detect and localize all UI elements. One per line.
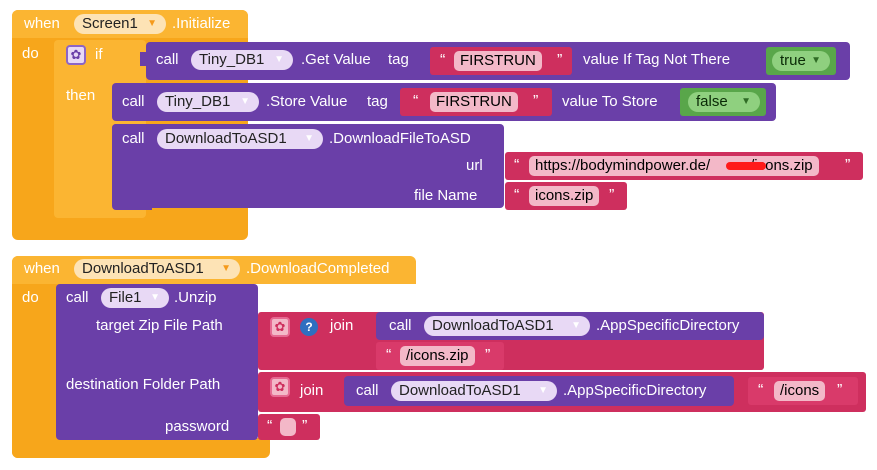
component-dropdown-file1[interactable]: File1 ▼ bbox=[101, 288, 169, 308]
open-quote: “ bbox=[514, 187, 520, 204]
logic-value: false bbox=[696, 93, 728, 110]
event-block-bottom-bar bbox=[12, 438, 270, 458]
event-block-download-completed[interactable] bbox=[12, 256, 62, 458]
method-name: .Store Value bbox=[266, 93, 348, 110]
chevron-down-icon: ▼ bbox=[147, 18, 157, 29]
chevron-down-icon: ▼ bbox=[571, 320, 581, 331]
value-to-store-label: value To Store bbox=[562, 93, 658, 110]
close-quote: ” bbox=[485, 347, 491, 364]
when-label: when bbox=[24, 260, 60, 277]
default-value-label: value If Tag Not There bbox=[583, 51, 731, 68]
chevron-down-icon: ▼ bbox=[221, 263, 231, 274]
logic-value: true bbox=[780, 52, 806, 69]
mutator-gear-icon[interactable]: ✿ bbox=[270, 317, 290, 337]
do-label: do bbox=[22, 45, 39, 62]
close-quote: ” bbox=[302, 418, 308, 435]
event-name: .DownloadCompleted bbox=[246, 260, 390, 277]
redaction-mark bbox=[726, 162, 766, 170]
close-quote: ” bbox=[837, 382, 843, 399]
if-label: if bbox=[95, 46, 103, 63]
chevron-down-icon: ▼ bbox=[741, 96, 751, 107]
url-suffix: /icons.zip bbox=[750, 157, 813, 174]
password-label: password bbox=[165, 418, 230, 435]
component-name: DownloadToASD1 bbox=[399, 382, 521, 399]
unzip-call-block[interactable] bbox=[56, 284, 258, 440]
component-dropdown-tinydb[interactable]: Tiny_DB1 ▼ bbox=[157, 92, 259, 112]
open-quote: “ bbox=[440, 52, 446, 69]
call-keyword: call bbox=[122, 130, 145, 147]
component-dropdown-downloadtoasd[interactable]: DownloadToASD1 ▼ bbox=[74, 259, 240, 279]
method-name: .DownloadFileToASD bbox=[329, 130, 471, 147]
open-quote: “ bbox=[267, 418, 273, 435]
text-value[interactable]: /icons.zip bbox=[400, 346, 475, 366]
download-file-call-block-body bbox=[112, 124, 152, 210]
mutator-gear-icon[interactable]: ✿ bbox=[270, 377, 290, 397]
call-keyword: call bbox=[389, 317, 412, 334]
url-prefix: https://bodymindpower.de/ bbox=[535, 157, 711, 174]
call-keyword: call bbox=[122, 93, 145, 110]
component-dropdown-tinydb[interactable]: Tiny_DB1 ▼ bbox=[191, 50, 293, 70]
close-quote: ” bbox=[609, 187, 615, 204]
join-keyword: join bbox=[300, 382, 324, 399]
destination-folder-label: destination Folder Path bbox=[66, 376, 221, 393]
chevron-down-icon: ▼ bbox=[304, 133, 314, 144]
help-icon[interactable]: ? bbox=[300, 318, 318, 336]
filename-label: file Name bbox=[414, 187, 478, 204]
text-value-empty[interactable] bbox=[280, 418, 296, 436]
tag-label: tag bbox=[388, 51, 409, 68]
text-value[interactable]: icons.zip bbox=[529, 186, 600, 206]
event-name: .Initialize bbox=[172, 15, 231, 32]
close-quote: ” bbox=[557, 52, 563, 69]
component-dropdown-downloadtoasd[interactable]: DownloadToASD1 ▼ bbox=[157, 129, 323, 149]
component-name: DownloadToASD1 bbox=[82, 260, 204, 277]
text-value[interactable]: /icons bbox=[774, 381, 826, 401]
join-keyword: join bbox=[330, 317, 354, 334]
component-name: Tiny_DB1 bbox=[199, 51, 265, 68]
component-dropdown-downloadtoasd[interactable]: DownloadToASD1 ▼ bbox=[424, 316, 590, 336]
then-label: then bbox=[66, 87, 96, 104]
chevron-down-icon: ▼ bbox=[240, 96, 250, 107]
component-name: DownloadToASD1 bbox=[165, 130, 287, 147]
method-name: .AppSpecificDirectory bbox=[596, 317, 740, 334]
open-quote: “ bbox=[758, 382, 764, 399]
text-value-url[interactable]: https://bodymindpower.de/ /icons.zip bbox=[529, 156, 819, 176]
close-quote: ” bbox=[533, 93, 539, 110]
do-label: do bbox=[22, 289, 39, 306]
url-label: url bbox=[466, 157, 483, 174]
chevron-down-icon: ▼ bbox=[811, 55, 821, 66]
chevron-down-icon: ▼ bbox=[538, 385, 548, 396]
open-quote: “ bbox=[514, 157, 520, 174]
target-zip-label: target Zip File Path bbox=[96, 317, 223, 334]
close-quote: ” bbox=[845, 157, 851, 174]
component-dropdown-screen1[interactable]: Screen1 ▼ bbox=[74, 14, 166, 34]
component-name: DownloadToASD1 bbox=[432, 317, 554, 334]
call-keyword: call bbox=[356, 382, 379, 399]
logic-dropdown-false[interactable]: false ▼ bbox=[688, 92, 760, 112]
when-label: when bbox=[24, 15, 60, 32]
chevron-down-icon: ▼ bbox=[150, 292, 160, 303]
chevron-down-icon: ▼ bbox=[274, 54, 284, 65]
logic-dropdown-true[interactable]: true ▼ bbox=[772, 51, 830, 71]
component-name: Tiny_DB1 bbox=[165, 93, 231, 110]
method-name: .Get Value bbox=[301, 51, 371, 68]
component-dropdown-downloadtoasd[interactable]: DownloadToASD1 ▼ bbox=[391, 381, 557, 401]
component-name: File1 bbox=[109, 289, 142, 306]
method-name: .Unzip bbox=[174, 289, 217, 306]
text-value[interactable]: FIRSTRUN bbox=[454, 51, 542, 71]
socket-tab bbox=[140, 52, 146, 66]
tag-label: tag bbox=[367, 93, 388, 110]
component-name: Screen1 bbox=[82, 15, 138, 32]
open-quote: “ bbox=[413, 93, 419, 110]
call-keyword: call bbox=[156, 51, 179, 68]
open-quote: “ bbox=[386, 347, 392, 364]
text-value[interactable]: FIRSTRUN bbox=[430, 92, 518, 112]
method-name: .AppSpecificDirectory bbox=[563, 382, 707, 399]
call-keyword: call bbox=[66, 289, 89, 306]
mutator-gear-icon[interactable]: ✿ bbox=[66, 45, 86, 65]
